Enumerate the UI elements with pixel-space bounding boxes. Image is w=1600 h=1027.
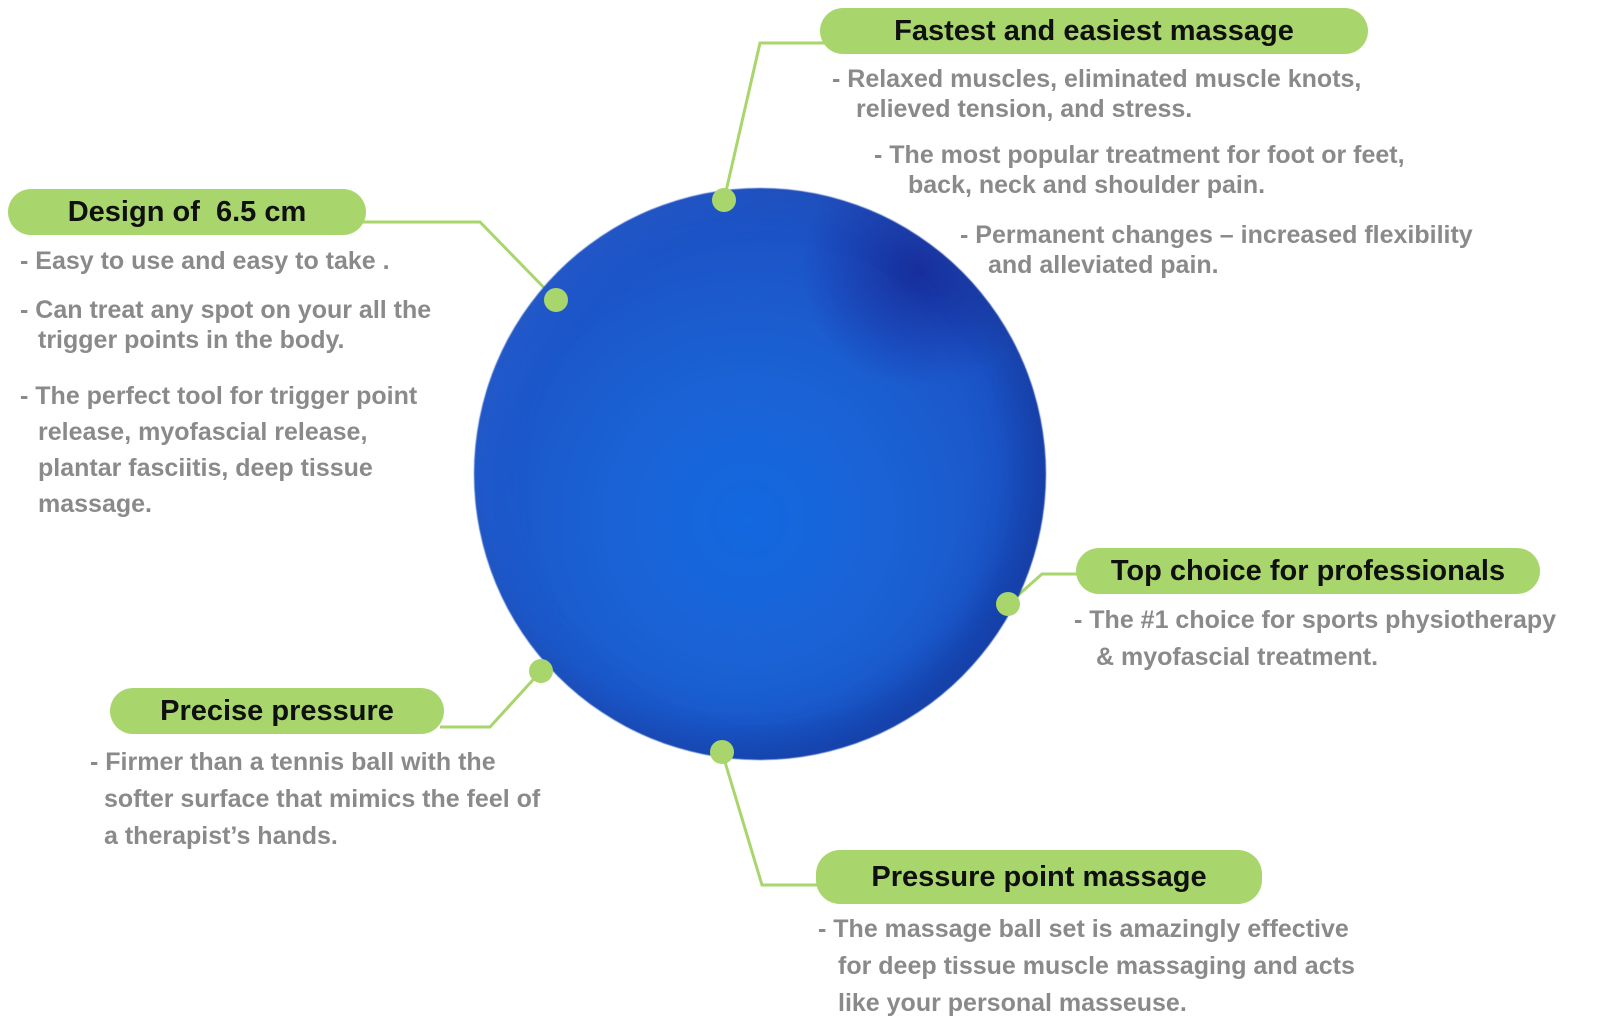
label-pressure-point: Pressure point massage — [816, 850, 1262, 904]
label-design-size: Design of 6.5 cm — [8, 189, 366, 235]
connector-design — [360, 220, 558, 302]
dot-precise — [529, 659, 553, 683]
label-precise-pressure: Precise pressure — [110, 688, 444, 734]
desc-fastest-2: - The most popular treatment for foot or… — [874, 141, 1405, 199]
desc-pressure-point: - The massage ball set is amazingly effe… — [818, 915, 1355, 1017]
dot-fastest — [712, 188, 736, 212]
desc-professionals: - The #1 choice for sports physiotherapy… — [1074, 606, 1557, 671]
label-professionals-text: Top choice for professionals — [1110, 554, 1506, 587]
dot-design — [544, 288, 568, 312]
label-pressure-point-text: Pressure point massage — [871, 860, 1207, 893]
desc-design-2: - Can treat any spot on your all the tri… — [20, 296, 432, 354]
label-fastest-massage-text: Fastest and easiest massage — [894, 14, 1294, 47]
dot-pressure-point — [710, 740, 734, 764]
connector-precise — [440, 669, 543, 729]
label-fastest-massage: Fastest and easiest massage — [820, 8, 1368, 54]
desc-fastest-3: - Permanent changes – increased flexibil… — [960, 221, 1473, 279]
label-professionals: Top choice for professionals — [1076, 548, 1540, 594]
connector-fastest — [722, 41, 826, 201]
desc-fastest-1: - Relaxed muscles, eliminated muscle kno… — [832, 65, 1362, 123]
label-precise-pressure-text: Precise pressure — [160, 694, 394, 727]
dot-professionals — [996, 592, 1020, 616]
desc-precise-pressure: - Firmer than a tennis ball with the sof… — [90, 748, 541, 850]
massage-ball-image — [474, 188, 1046, 760]
label-design-size-text: Design of 6.5 cm — [67, 195, 307, 228]
desc-design-1: - Easy to use and easy to take . — [20, 247, 390, 275]
desc-design-3: - The perfect tool for trigger point rel… — [20, 382, 418, 518]
connector-pressure-point — [720, 751, 818, 887]
